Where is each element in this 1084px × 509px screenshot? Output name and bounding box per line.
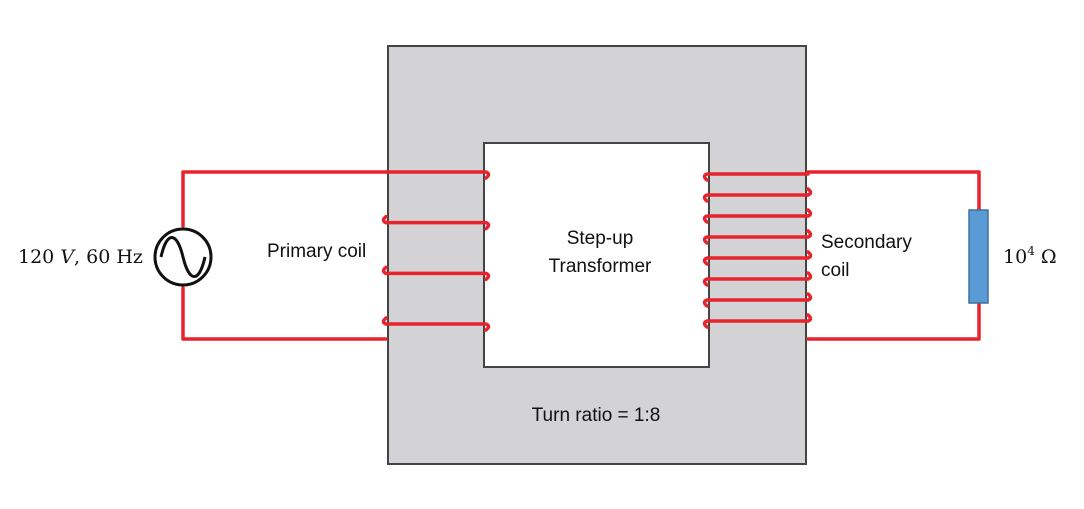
coil-hook — [806, 229, 813, 239]
coil-turn — [702, 319, 810, 329]
primary-circuit — [181, 170, 388, 341]
coil-hook — [806, 313, 813, 323]
coil-turn — [702, 214, 810, 224]
coil-hook — [381, 316, 388, 326]
source-label: 120 V, 60 Hz — [18, 246, 143, 268]
secondary-coil-label-line2: coil — [821, 260, 850, 281]
resistor-icon — [968, 209, 989, 304]
ac-source-icon — [153, 227, 213, 287]
coil-hook — [806, 187, 813, 197]
secondary-coil-label-line1: Secondary — [821, 232, 912, 253]
coil-turn — [702, 277, 810, 287]
coil-turn — [702, 256, 810, 266]
primary-top-wire — [181, 170, 388, 228]
coil-hook — [806, 208, 813, 218]
coil-turn — [384, 170, 491, 180]
secondary-circuit — [806, 170, 981, 341]
coil-turn — [384, 322, 491, 332]
primary-coil-label: Primary coil — [267, 241, 366, 262]
coil-hook — [806, 250, 813, 260]
coil-turn — [702, 172, 810, 182]
primary-bottom-wire — [181, 286, 388, 341]
coil-turn — [702, 235, 810, 245]
coil-hook — [806, 292, 813, 302]
coil-turn — [702, 193, 810, 203]
coil-turn — [702, 298, 810, 308]
core-window — [483, 142, 710, 368]
coil-hook — [806, 271, 813, 281]
secondary-coil-windings — [702, 172, 813, 329]
title-line1: Step-up — [567, 228, 634, 249]
turn-ratio-label: Turn ratio = 1:8 — [532, 405, 661, 426]
title-line2: Transformer — [549, 256, 652, 277]
primary-coil-windings — [381, 170, 491, 332]
coil-hook — [381, 265, 388, 276]
secondary-top-wire — [806, 170, 981, 212]
coil-turn — [384, 220, 491, 231]
coil-turn — [384, 271, 491, 282]
coil-hook — [381, 214, 388, 225]
secondary-bottom-wire — [806, 301, 981, 341]
